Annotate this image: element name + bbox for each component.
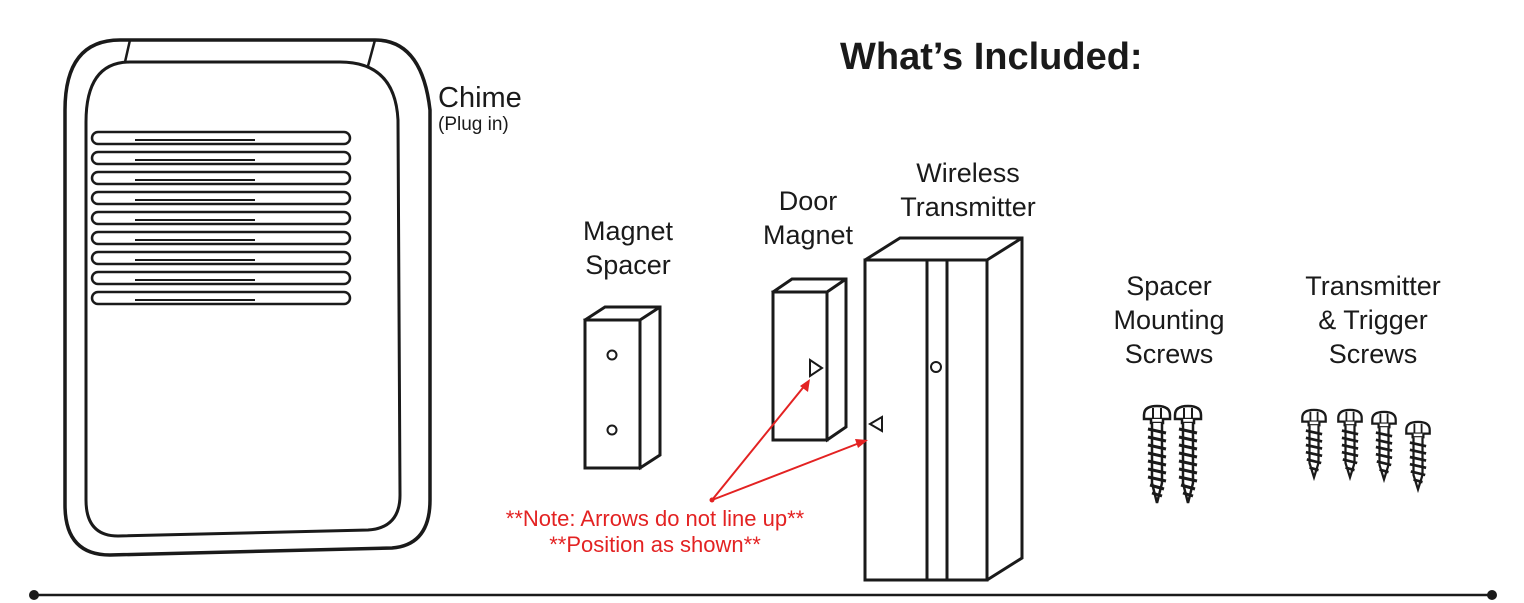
spacer-screws-line2: Mounting — [1113, 305, 1225, 335]
spacer-screws-line3: Screws — [1124, 339, 1214, 369]
wireless-transmitter-line1: Wireless — [916, 158, 1020, 188]
wireless-transmitter-line2: Transmitter — [900, 192, 1036, 222]
magnet-spacer-line1: Magnet — [582, 216, 674, 246]
wireless-transmitter-illustration — [863, 236, 1024, 582]
chime-sub: (Plug in) — [438, 114, 509, 135]
transmitter-screws-label: Transmitter & Trigger Screws — [1288, 269, 1458, 371]
wireless-transmitter-label: Wireless Transmitter — [878, 156, 1058, 224]
transmitter-trigger-screws-illustration — [1301, 408, 1431, 494]
chime-name: Chime — [438, 82, 522, 114]
bottom-divider — [29, 590, 1497, 600]
door-magnet-illustration — [771, 277, 848, 443]
magnet-spacer-line2: Spacer — [585, 250, 671, 280]
transmitter-screws-line1: Transmitter — [1305, 271, 1441, 301]
magnet-spacer-illustration — [583, 305, 662, 471]
magnet-spacer-label: Magnet Spacer — [558, 214, 698, 282]
transmitter-screws-line3: Screws — [1328, 339, 1418, 369]
alignment-note-line1: **Note: Arrows do not line up** — [505, 506, 805, 531]
door-magnet-line2: Magnet — [762, 220, 854, 250]
alignment-note-line2: **Position as shown** — [549, 532, 761, 557]
door-magnet-line1: Door — [778, 186, 838, 216]
page-title: What’s Included: — [840, 36, 1143, 78]
spacer-screws-line1: Spacer — [1126, 271, 1212, 301]
door-magnet-label: Door Magnet — [748, 184, 868, 252]
chime-label: Chime (Plug in) — [438, 82, 522, 136]
alignment-note: **Note: Arrows do not line up** **Positi… — [470, 506, 840, 558]
transmitter-screws-line2: & Trigger — [1318, 305, 1428, 335]
spacer-screws-label: Spacer Mounting Screws — [1094, 269, 1244, 371]
spacer-mounting-screws-illustration — [1142, 404, 1203, 504]
note-arrows — [709, 379, 868, 503]
chime-illustration — [63, 38, 432, 557]
